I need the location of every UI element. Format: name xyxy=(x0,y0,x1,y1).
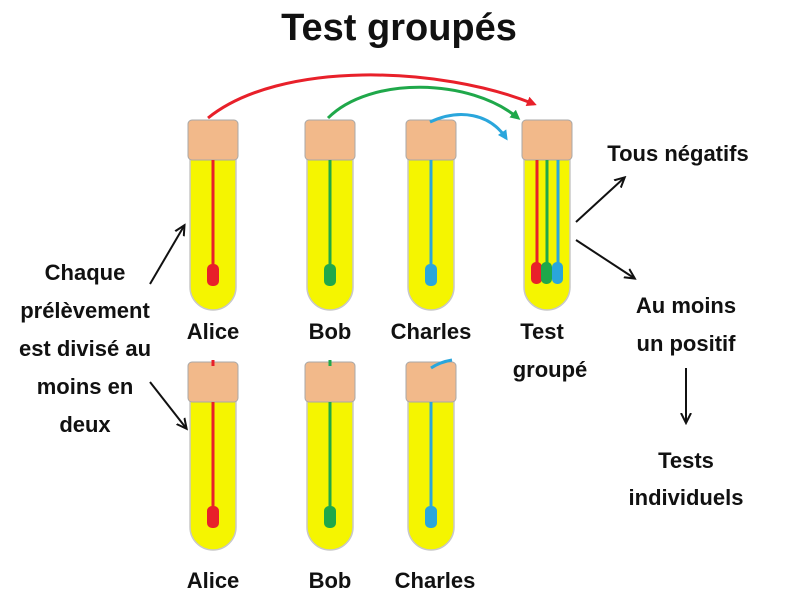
label-alice-bottom: Alice xyxy=(186,568,240,593)
label-pooled-line1: Test xyxy=(520,319,564,344)
swab-tip xyxy=(207,506,219,528)
swab-tip xyxy=(324,506,336,528)
note-line-2: prélèvement xyxy=(20,298,150,323)
arrow-note-to-bottom-tube xyxy=(149,381,186,428)
tube-cap xyxy=(187,119,239,161)
tube-bob-top xyxy=(304,119,356,311)
tube-charles-bottom xyxy=(405,358,457,551)
swab-tip xyxy=(207,264,219,286)
label-bob-top: Bob xyxy=(308,319,352,344)
outcome-positive-line1: Au moins xyxy=(635,293,737,318)
label-bob-bottom: Bob xyxy=(308,568,352,593)
outcome-positive-line2: un positif xyxy=(636,331,736,356)
followup-line1: Tests xyxy=(658,448,714,473)
arrow-to-negative xyxy=(575,178,624,223)
tube-cap xyxy=(304,119,356,161)
tube-cap xyxy=(521,119,573,161)
note-line-5: deux xyxy=(59,412,111,437)
tube-cap xyxy=(405,119,457,161)
tube-alice-top xyxy=(187,119,239,311)
followup-line2: individuels xyxy=(628,485,744,510)
swab-tip-red xyxy=(531,262,542,284)
note-line-4: moins en xyxy=(36,374,134,399)
arrow-note-to-top-tube xyxy=(149,226,184,285)
swab-tip-green xyxy=(541,262,552,284)
swab-tip-blue xyxy=(552,262,563,284)
swab-tip xyxy=(324,264,336,286)
outcome-negative: Tous négatifs xyxy=(607,141,749,166)
tube-charles-top xyxy=(405,119,457,311)
tube-alice-bottom xyxy=(187,360,239,551)
tube-cap xyxy=(187,361,239,403)
arrow-alice-to-pool xyxy=(207,73,537,120)
arrow-charles-to-pool xyxy=(429,113,508,141)
swab-stick xyxy=(430,358,453,370)
tube-pooled xyxy=(521,119,573,311)
label-charles-bottom: Charles xyxy=(394,568,476,593)
tube-bob-bottom xyxy=(304,360,356,551)
arrow-to-positive xyxy=(575,239,634,278)
swab-tip xyxy=(425,264,437,286)
swab-tip xyxy=(425,506,437,528)
tube-cap xyxy=(304,361,356,403)
diagram-title: Test groupés xyxy=(281,7,517,49)
arrow-bob-to-pool xyxy=(326,85,521,120)
label-charles-top: Charles xyxy=(390,319,472,344)
label-alice-top: Alice xyxy=(186,319,240,344)
note-line-3: est divisé au xyxy=(18,336,152,361)
note-line-1: Chaque xyxy=(44,260,126,285)
label-pooled-line2: groupé xyxy=(512,357,588,382)
